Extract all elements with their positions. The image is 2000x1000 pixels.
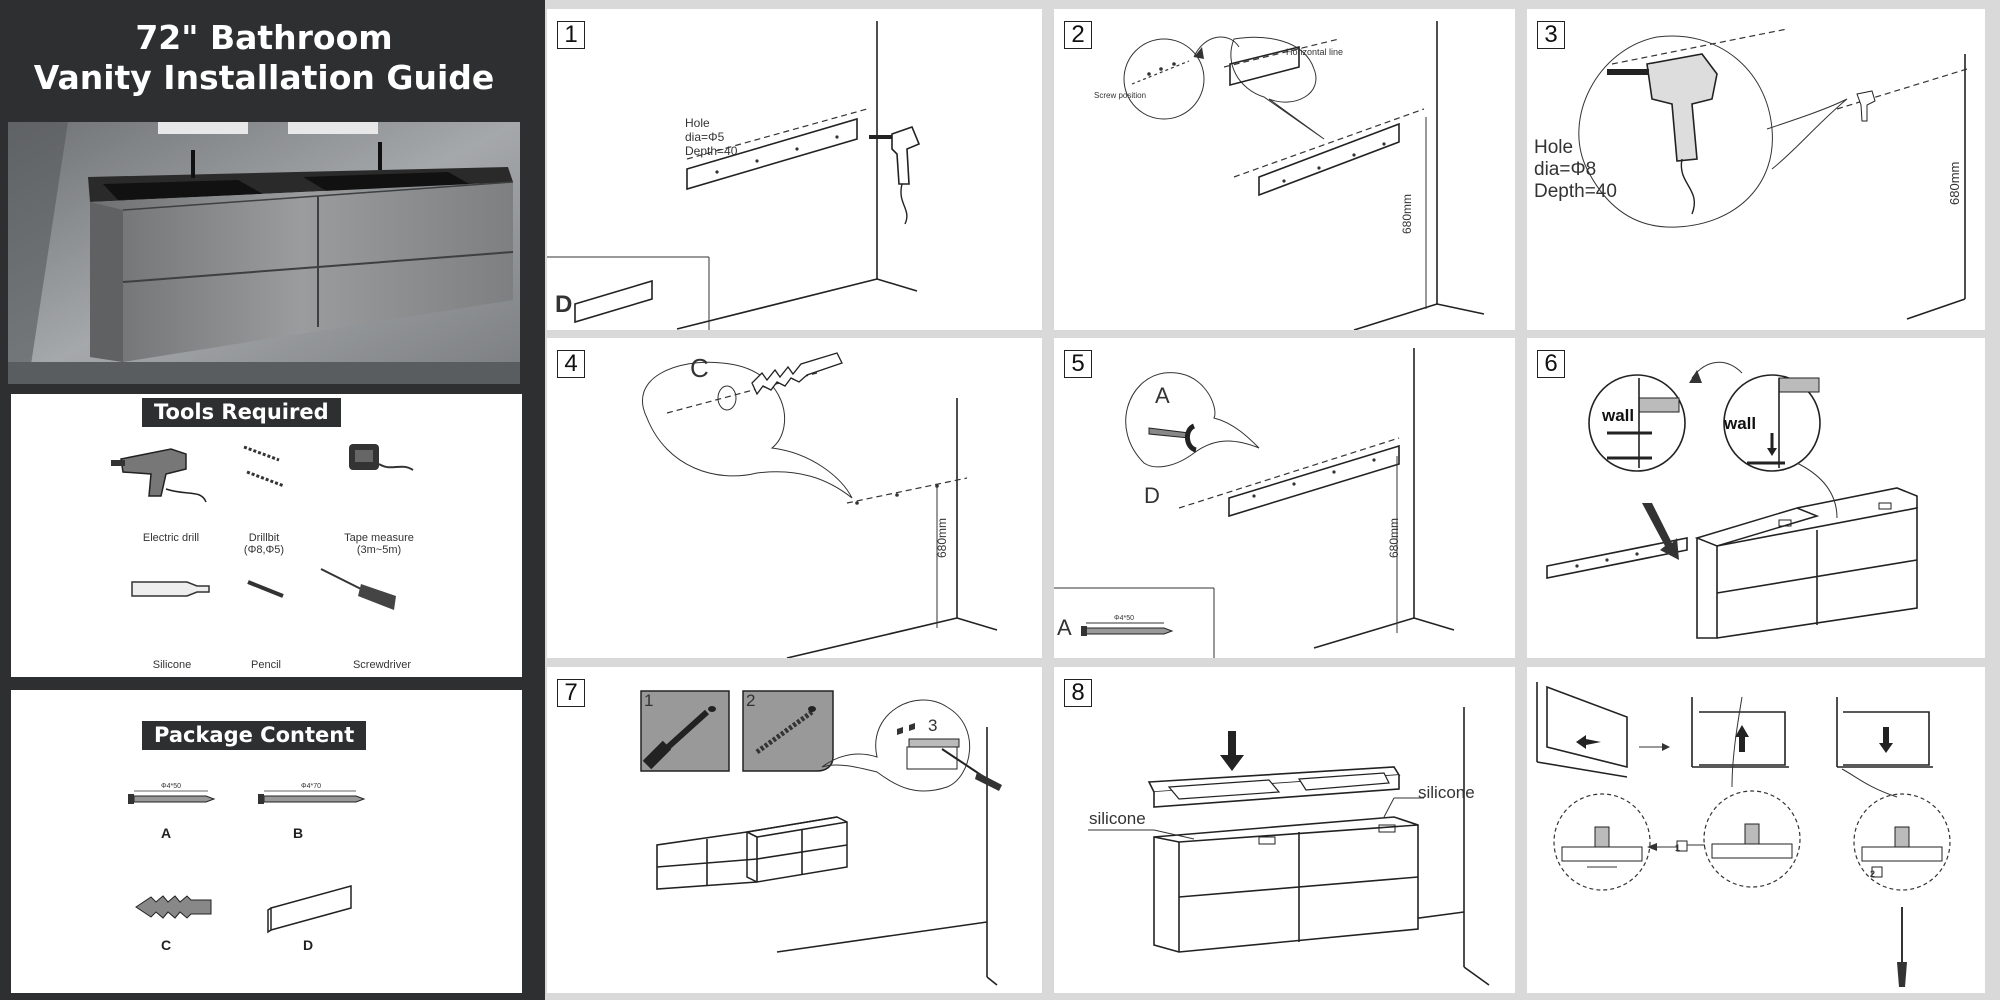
screw-b-dim: Φ4*70 [301, 783, 321, 790]
tool-label-silicone: Silicone [152, 659, 192, 671]
step-5-height-label: 680mm [1387, 517, 1401, 558]
step-4-panel: 4 C 680mm [547, 338, 1042, 658]
step-6-diagram [1546, 361, 1918, 639]
step-9-mark-2: 2 [1870, 869, 1876, 879]
step-7-number: 7 [557, 679, 585, 707]
tools-required-panel: Tools Required Electric drill Drillbit (… [11, 394, 522, 677]
step-5-diagram: Φ4*50 [1054, 348, 1455, 658]
step-3-diagram [1578, 28, 1968, 320]
step-9-mark-1: 1 [1675, 843, 1681, 853]
step-6-wall-label-1: wall [1602, 406, 1635, 425]
step-8-diagram [1088, 707, 1490, 986]
step-7-diagram [640, 690, 1002, 986]
screw-a-icon: Φ4*50 [128, 783, 216, 804]
tools-heading: Tools Required [142, 398, 341, 427]
step-6-panel: 6 wall wall [1527, 338, 1985, 658]
step-4-height-label: 680mm [935, 517, 949, 558]
wall-anchor-c-icon [135, 895, 212, 919]
package-label-d: D [303, 937, 314, 953]
drillbit-icon [243, 445, 285, 488]
step-4-diagram [641, 352, 998, 658]
step-6-number: 6 [1537, 350, 1565, 378]
step-7-sub-3: 3 [928, 716, 938, 735]
step-2-diagram [1123, 21, 1485, 330]
step-7-sub-1: 1 [644, 691, 654, 710]
screw-b-icon: Φ4*70 [258, 783, 366, 804]
step-8-panel: 8 silicone silicone [1054, 667, 1515, 993]
step-8-number: 8 [1064, 679, 1092, 707]
drill-icon [111, 448, 207, 503]
step-5-part-a: A [1155, 383, 1170, 408]
vanity-product-photo [8, 122, 520, 384]
step-4-number: 4 [557, 350, 585, 378]
step-7-panel: 7 1 2 3 [547, 667, 1042, 993]
step-5-panel: Φ4*50 5 A D 680mm A [1054, 338, 1515, 658]
step-3-height-label: 680mm [1947, 161, 1962, 205]
step-4-part-label: C [690, 353, 709, 383]
step-1-part-label: D [555, 291, 573, 318]
mounting-rail-d-icon [267, 885, 352, 934]
guide-title-line2: Vanity Installation Guide [33, 58, 495, 97]
guide-title-line1: 72" Bathroom [135, 18, 393, 57]
tool-label-electric-drill: Electric drill [142, 532, 200, 544]
step-3-panel: 3 Hole dia=Φ8 Depth=40 680mm [1527, 9, 1985, 330]
tool-label-screwdriver: Screwdriver [352, 659, 412, 671]
screw-a-dim: Φ4*50 [161, 783, 181, 790]
guide-title: 72" Bathroom Vanity Installation Guide [0, 18, 528, 98]
step-9-diagram [1536, 682, 1951, 987]
package-label-c: C [161, 937, 172, 953]
tool-label-tape-measure: Tape measure (3m~5m) [344, 532, 414, 556]
package-heading: Package Content [142, 721, 367, 750]
step-1-number: 1 [557, 21, 585, 49]
step-2-screw-position-label: Screw position [1094, 91, 1147, 100]
tape-measure-icon [349, 444, 414, 471]
tool-label-pencil: Pencil [251, 659, 281, 671]
step-6-wall-label-2: wall [1724, 414, 1757, 433]
screwdriver-icon [320, 568, 396, 610]
tool-label-drillbit: Drillbit (Φ8,Φ5) [243, 532, 285, 556]
step-1-hole-spec: Hole dia=Φ5 Depth=40 [685, 116, 738, 158]
step-1-diagram [547, 21, 921, 330]
step-5-part-d: D [1144, 483, 1160, 508]
left-column: 72" Bathroom Vanity Installation Guide [0, 0, 545, 1000]
step-5-inset-label: A [1057, 615, 1072, 640]
step-2-height-label: 680mm [1400, 193, 1414, 234]
step-5-number: 5 [1064, 350, 1092, 378]
silicone-icon [131, 581, 210, 597]
pencil-icon [247, 580, 284, 598]
package-label-b: B [293, 825, 304, 841]
step-3-hole-spec: Hole dia=Φ8 Depth=40 [1534, 137, 1617, 202]
step-8-silicone-right: silicone [1418, 783, 1475, 802]
step-8-silicone-left: silicone [1089, 809, 1146, 828]
step-9-panel: 1 2 [1527, 667, 1985, 993]
step-7-sub-2: 2 [746, 691, 756, 710]
step-2-panel: 2 Horizontal line Screw position 680mm [1054, 9, 1515, 330]
step-2-number: 2 [1064, 21, 1092, 49]
step-3-number: 3 [1537, 21, 1565, 49]
package-content-panel: Package Content Φ4*50 A Φ4*70 B C D [11, 690, 522, 993]
step-2-horizontal-line-label: Horizontal line [1286, 47, 1344, 57]
package-label-a: A [161, 825, 172, 841]
step-1-panel: 1 Hole dia=Φ5 Depth=40 D [547, 9, 1042, 330]
step-5-inset-dim: Φ4*50 [1114, 615, 1134, 622]
